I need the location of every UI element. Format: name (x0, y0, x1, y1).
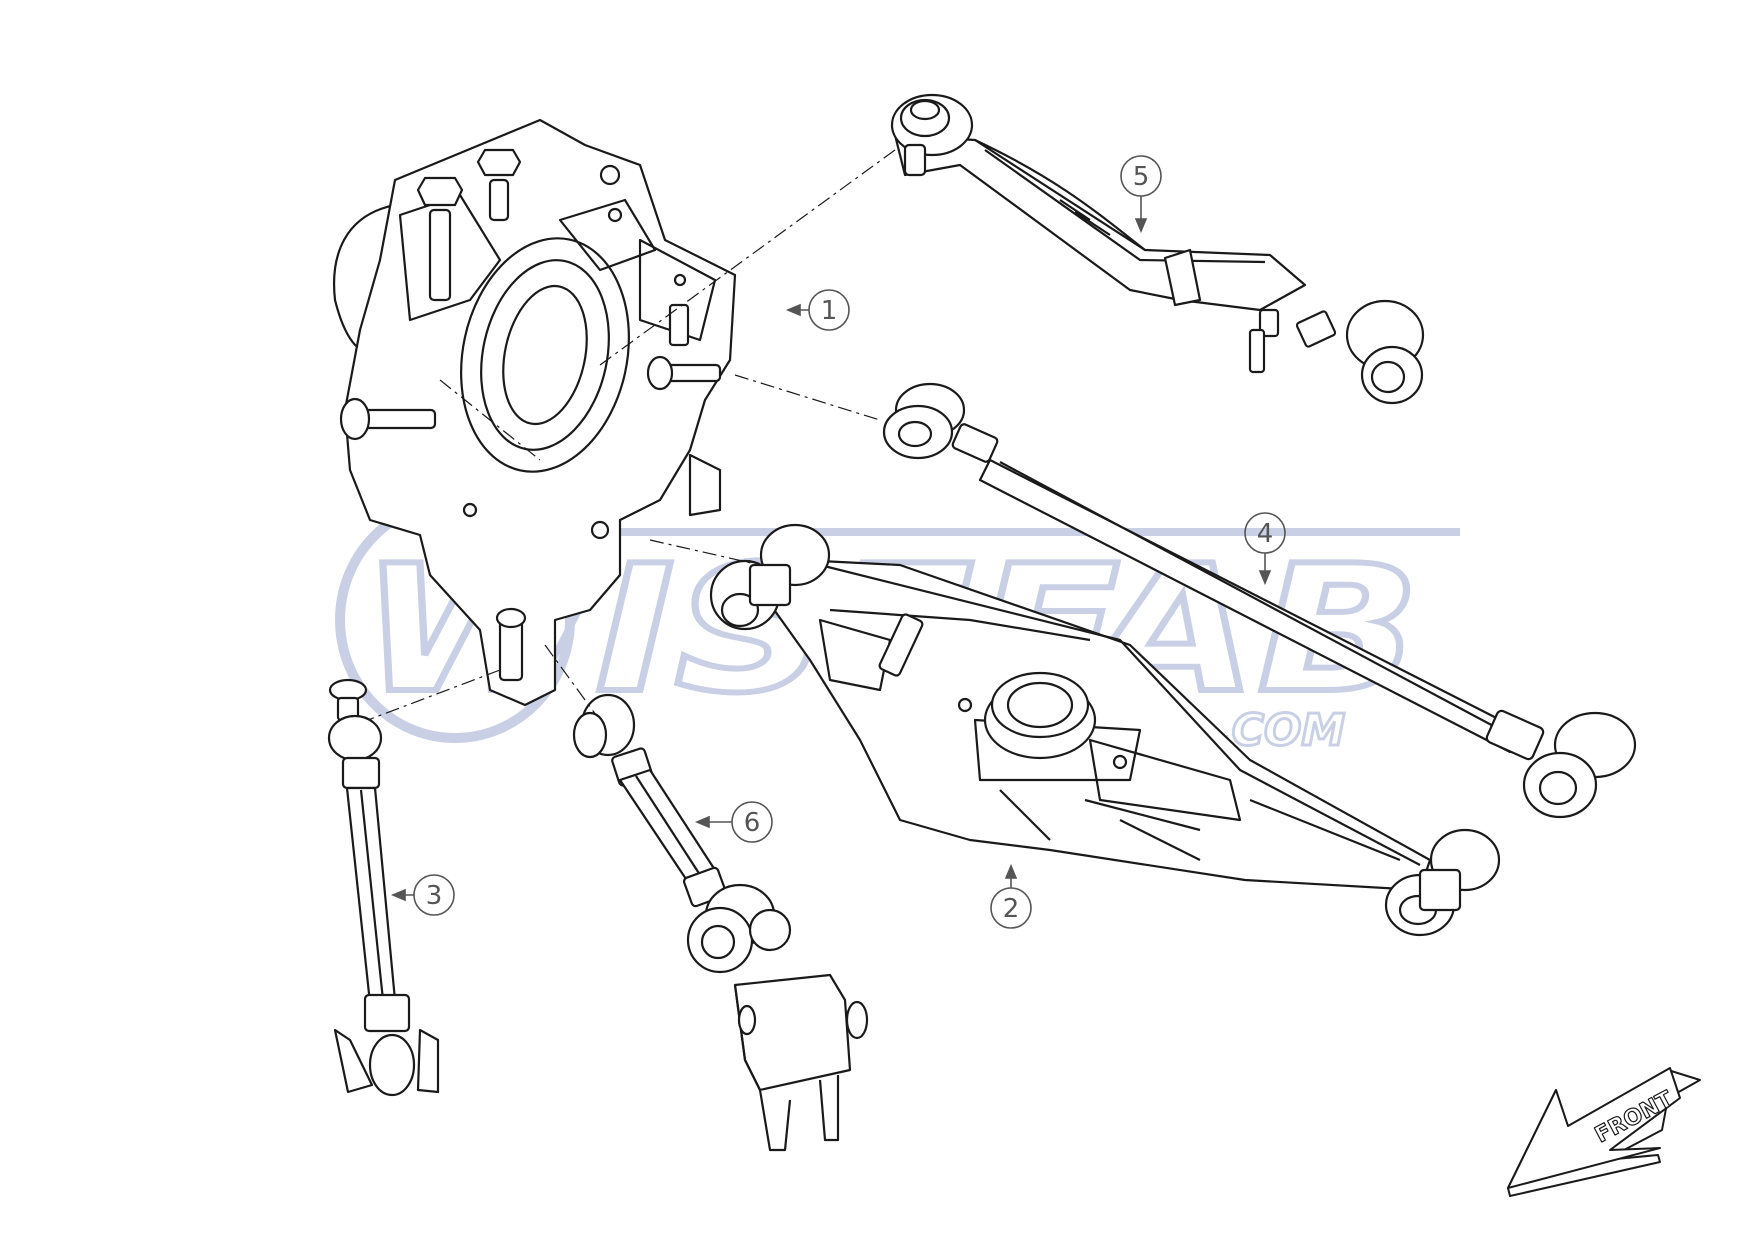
lower-arm-bushing-front (709, 523, 831, 631)
knuckle-bolt (646, 355, 722, 391)
callout-5-label: 5 (1133, 162, 1150, 192)
knuckle-bolt (416, 176, 464, 302)
part-short-link (572, 693, 869, 1152)
callout-1: 1 (785, 289, 850, 331)
part-knuckle (333, 118, 737, 707)
callout-4: 4 (1244, 512, 1286, 586)
knuckle-bolt (476, 148, 522, 222)
assembly-lines (367, 149, 896, 721)
callout-6: 6 (694, 801, 773, 843)
callout-1-label: 1 (821, 296, 838, 326)
link-bracket (733, 973, 869, 1152)
front-arrow: FRONT (1507, 1067, 1701, 1197)
callout-2-label: 2 (1003, 894, 1020, 924)
spring-seat (983, 671, 1097, 760)
upper-arm-bushing (890, 93, 974, 177)
callout-3: 3 (390, 874, 455, 916)
callout-5: 5 (1120, 155, 1162, 234)
part-lower-arm (709, 523, 1501, 937)
part-upper-arm (890, 93, 1425, 405)
lower-arm-bushing-rear (1384, 828, 1501, 937)
callout-2: 2 (990, 863, 1032, 929)
callout-6-label: 6 (744, 808, 761, 838)
callout-3-label: 3 (426, 881, 443, 911)
knuckle-bolt (495, 607, 527, 682)
part-tie-rod (882, 382, 1637, 819)
part-vertical-link (327, 678, 440, 1097)
tie-rod-end-bottom (1485, 709, 1637, 819)
tie-rod-end-top (882, 382, 999, 463)
callout-4-label: 4 (1257, 519, 1274, 549)
knuckle-bolt (339, 397, 437, 441)
upper-arm-rod-end (1295, 299, 1425, 405)
